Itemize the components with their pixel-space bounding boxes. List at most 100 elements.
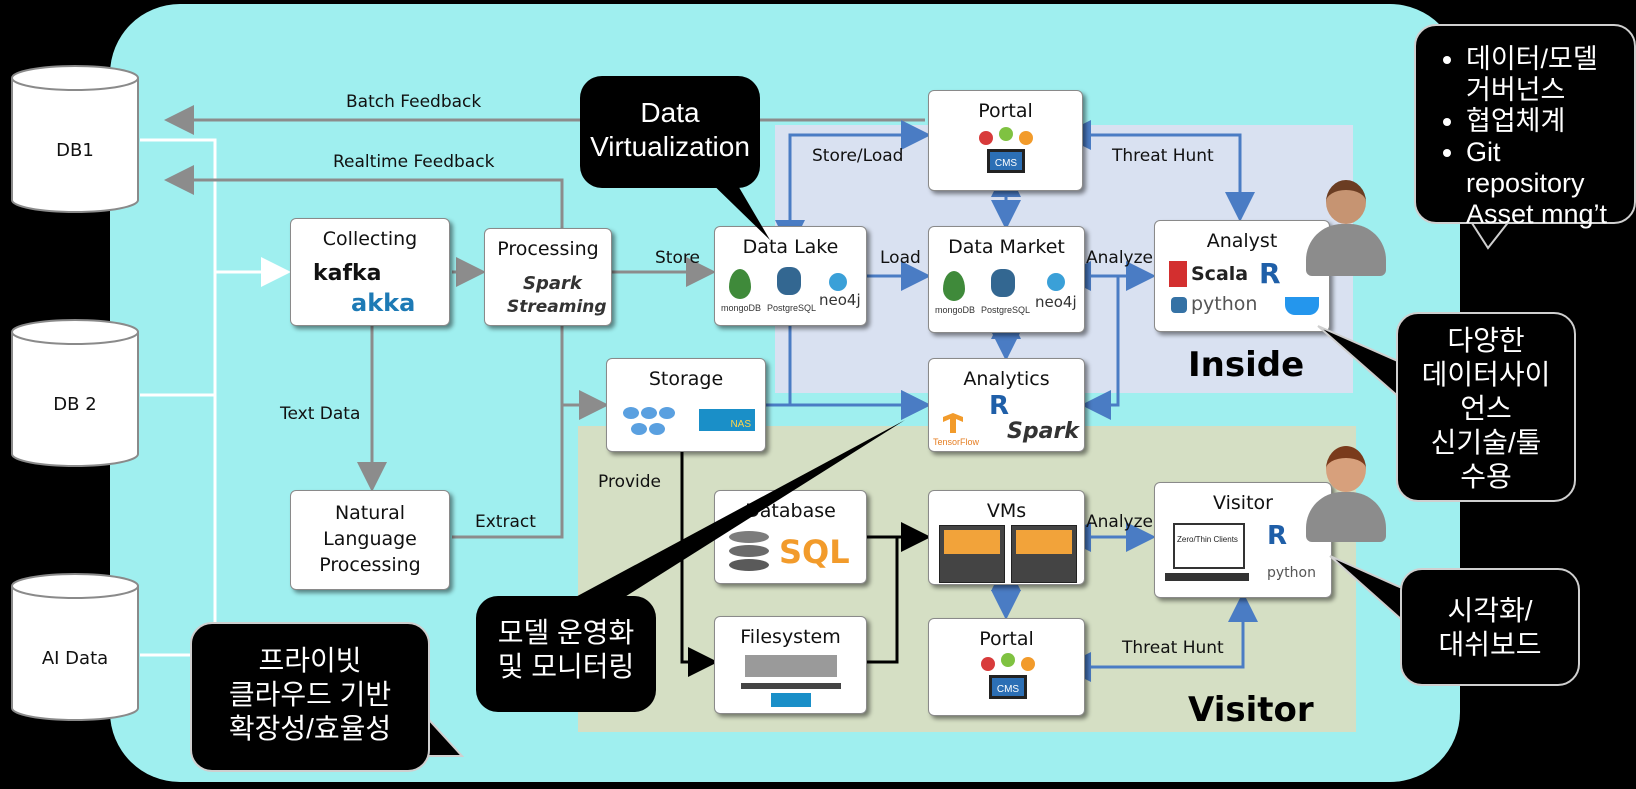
- analytics-title: Analytics: [963, 368, 1050, 390]
- data-science-line-1: 다양한: [1447, 325, 1525, 356]
- nlp-title-line-1: Natural: [334, 502, 406, 524]
- batch-feedback-label: Batch Feedback: [346, 92, 482, 112]
- streaming-logo: Streaming: [507, 297, 607, 317]
- cylinder-icon: [11, 573, 139, 721]
- neo4j-icon: [1047, 273, 1065, 291]
- data-science-callout: 다양한 데이터사이 언스 신기술/툴 수용: [1396, 312, 1576, 502]
- visualization-callout: 시각화/ 대쉬보드: [1400, 568, 1580, 686]
- visitor-zone-label: Visitor: [1188, 690, 1314, 730]
- data-science-line-4: 신기술/툴: [1430, 427, 1542, 458]
- server-icon: [939, 525, 1005, 583]
- storage-title: Storage: [648, 368, 724, 390]
- db1-label: DB1: [56, 140, 94, 161]
- threat-hunt-top-label: Threat Hunt: [1112, 146, 1214, 166]
- cms-label: CMS: [987, 149, 1025, 173]
- analytics-node[interactable]: Analytics R TensorFlow Spark: [928, 358, 1085, 452]
- portal-bottom-node[interactable]: Portal CMS: [928, 618, 1085, 716]
- r-logo: R: [1267, 521, 1288, 551]
- analyze-top-label: Analyze: [1086, 248, 1153, 268]
- private-cloud-callout: 프라이빗 클라우드 기반 확장성/효율성: [190, 622, 430, 772]
- db1-cylinder: DB1: [10, 64, 140, 214]
- threat-hunt-bottom-label: Threat Hunt: [1122, 638, 1224, 658]
- collecting-title: Collecting: [322, 228, 418, 250]
- server-icon: [1011, 525, 1077, 583]
- visitor-node[interactable]: Visitor Zero/Thin Clients R python: [1154, 482, 1332, 598]
- nas-label: NAS: [699, 409, 755, 431]
- r-logo: R: [1259, 257, 1281, 290]
- kafka-logo: kafka: [313, 261, 382, 286]
- db2-cylinder: DB 2: [10, 318, 140, 468]
- data-virtualization-line-1: Data: [640, 97, 700, 128]
- keyboard-icon: [1165, 573, 1249, 581]
- model-ops-line-2: 및 모니터링: [497, 651, 635, 682]
- visitor-person-icon: [1306, 446, 1386, 542]
- postgresql-icon: [991, 269, 1015, 297]
- filesystem-title: Filesystem: [740, 626, 841, 648]
- text-data-label: Text Data: [280, 404, 361, 424]
- storage-node[interactable]: Storage NAS: [606, 358, 766, 452]
- data-science-line-5: 수용: [1460, 461, 1512, 492]
- vms-node[interactable]: VMs: [928, 490, 1085, 585]
- private-cloud-line-2: 클라우드 기반: [228, 679, 392, 710]
- postgresql-icon: [777, 267, 801, 295]
- nlp-title-line-2: Language: [323, 528, 417, 550]
- scala-label: Scala: [1191, 263, 1249, 285]
- data-market-title: Data Market: [948, 236, 1065, 258]
- portal-top-title: Portal: [978, 100, 1033, 122]
- provide-label: Provide: [598, 472, 662, 492]
- analyst-person-icon: [1306, 180, 1386, 276]
- collecting-node[interactable]: Collecting kafka akka: [290, 218, 450, 326]
- store-load-label: Store/Load: [812, 146, 904, 166]
- mongodb-label: mongoDB: [935, 305, 976, 315]
- monitor-icon: Zero/Thin Clients: [1173, 523, 1245, 569]
- ai-data-cylinder: AI Data: [10, 572, 140, 722]
- data-virtualization-line-2: Virtualization: [590, 131, 750, 162]
- private-cloud-line-3: 확장성/효율성: [228, 713, 392, 744]
- spark-logo: Spark: [1007, 419, 1079, 444]
- nlp-node[interactable]: Natural Language Processing: [290, 490, 450, 590]
- analyst-title: Analyst: [1206, 230, 1278, 252]
- portal-top-node[interactable]: Portal CMS: [928, 90, 1083, 191]
- tensorflow-label: TensorFlow: [933, 437, 980, 447]
- realtime-feedback-label: Realtime Feedback: [333, 152, 495, 172]
- inside-zone-label: Inside: [1188, 345, 1305, 385]
- akka-logo: akka: [351, 289, 416, 317]
- r-logo: R: [989, 391, 1010, 421]
- cms-label: CMS: [989, 675, 1027, 699]
- python-label: python: [1191, 293, 1258, 315]
- cylinder-icon: [11, 319, 139, 467]
- visualization-line-1: 시각화/: [1447, 595, 1533, 626]
- data-lake-node[interactable]: Data Lake mongoDB PostgreSQL neo4j: [714, 226, 867, 326]
- processing-node[interactable]: Processing Spark Streaming: [484, 228, 612, 326]
- private-cloud-line-1: 프라이빗: [258, 645, 362, 676]
- data-virtualization-callout: Data Virtualization: [580, 76, 760, 188]
- analyze-bottom-label: Analyze: [1086, 512, 1153, 532]
- storage-cluster-icon: [623, 401, 679, 445]
- processing-title: Processing: [497, 238, 599, 260]
- neo4j-label: neo4j: [819, 291, 861, 309]
- python-label: python: [1267, 565, 1316, 581]
- scala-icon: [1169, 261, 1187, 287]
- analyst-node[interactable]: Analyst Scala R python: [1154, 220, 1330, 332]
- cylinder-icon: [11, 65, 139, 213]
- extract-label: Extract: [475, 512, 536, 532]
- disk-icon: [771, 693, 811, 707]
- docker-icon: [1285, 297, 1319, 315]
- visitor-title: Visitor: [1213, 492, 1273, 514]
- db2-label: DB 2: [53, 394, 97, 415]
- cms-icon: CMS: [973, 127, 1039, 185]
- filesystem-node[interactable]: Filesystem: [714, 616, 867, 714]
- database-stack-icon: [729, 531, 769, 573]
- network-switch-icon: [741, 683, 841, 689]
- load-label: Load: [880, 248, 921, 268]
- model-ops-line-1: 모델 운영화: [497, 617, 635, 648]
- data-lake-title: Data Lake: [742, 236, 839, 258]
- cms-icon: CMS: [975, 653, 1041, 711]
- store-label: Store: [655, 248, 700, 268]
- data-market-node[interactable]: Data Market mongoDB PostgreSQL neo4j: [928, 226, 1085, 333]
- mongodb-label: mongoDB: [721, 303, 762, 313]
- data-science-line-3: 언스: [1460, 393, 1512, 424]
- file-server-icon: [745, 655, 837, 677]
- governance-item: 협업체계: [1466, 106, 1626, 137]
